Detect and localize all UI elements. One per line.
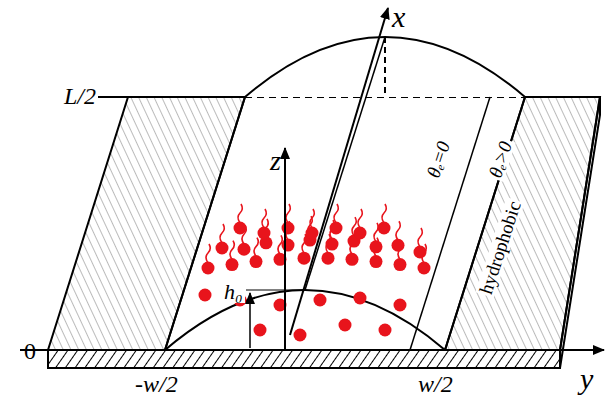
- length-line: [98, 96, 245, 98]
- contact-angle-label: θₑ=0: [423, 139, 452, 180]
- dimension-label: -w/2: [135, 372, 178, 396]
- dimension-label: h₀: [222, 281, 245, 303]
- x-axis: [290, 8, 388, 335]
- height-arrow: [249, 293, 251, 348]
- y-axis: [20, 349, 604, 351]
- contact-line: [410, 97, 490, 350]
- origin-label: 0: [24, 339, 36, 363]
- crest-line: [305, 37, 385, 290]
- dimension-label: L/2: [62, 84, 98, 108]
- surfactant-molecules: [199, 204, 431, 342]
- dimension-label: w/2: [418, 372, 453, 396]
- substrate-front: [48, 350, 560, 368]
- axis-label: x: [392, 2, 405, 32]
- hydrophobic-strip: [48, 97, 245, 350]
- hydrophobic-strip: [445, 97, 600, 350]
- z-axis: [284, 148, 286, 350]
- axis-label: z: [270, 147, 281, 175]
- rivulet-back-profile: [245, 37, 525, 97]
- axis-label: y: [580, 364, 593, 394]
